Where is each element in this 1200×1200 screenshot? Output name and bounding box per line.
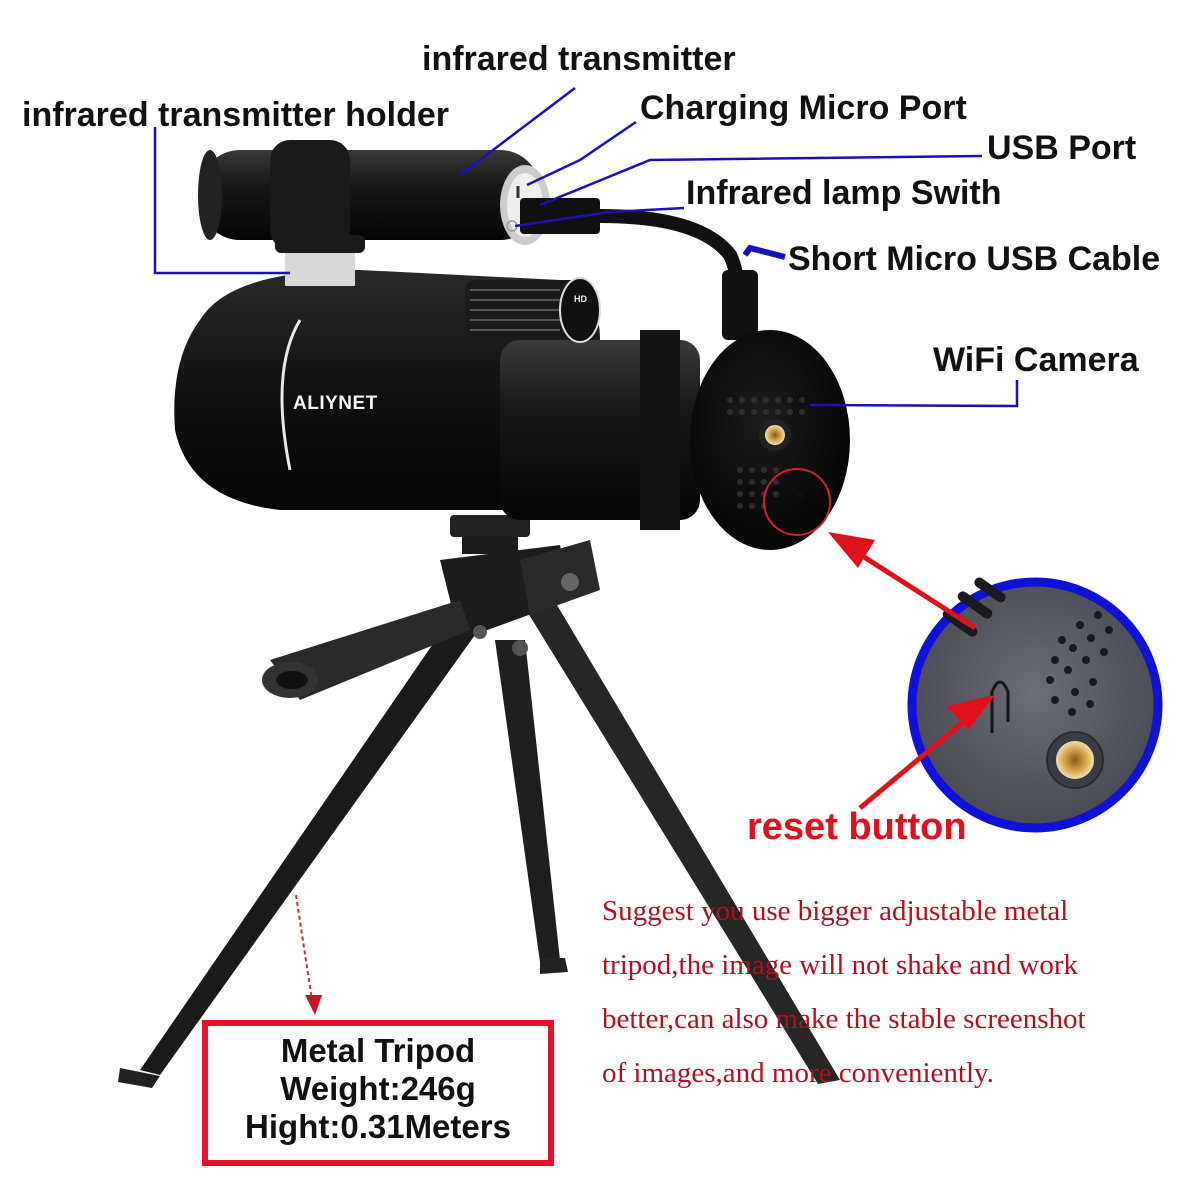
tripod-spec-box: Metal Tripod Weight:246g Hight:0.31Meter…: [202, 1020, 554, 1166]
label-infrared-transmitter-holder: infrared transmitter holder: [22, 96, 449, 134]
spec-title: Metal Tripod: [280, 1032, 476, 1069]
suggestion-note: Suggest you use bigger adjustable metal …: [602, 884, 1182, 1100]
spec-weight: Weight:246g: [280, 1070, 476, 1107]
note-line: tripod,the image will not shake and work: [602, 949, 1078, 981]
label-charging-micro-port: Charging Micro Port: [640, 89, 967, 127]
spotting-scope: HD: [174, 270, 700, 530]
label-usb-port: USB Port: [987, 129, 1137, 167]
tripod: [118, 515, 840, 1088]
reset-arrows: [295, 532, 995, 1015]
note-line: of images,and more conveniently.: [602, 1057, 994, 1089]
label-reset-button: reset button: [747, 806, 967, 848]
wifi-camera-illustration: [690, 330, 850, 550]
label-short-micro-usb-cable: Short Micro USB Cable: [788, 240, 1161, 278]
infrared-transmitter-illustration: [198, 140, 758, 340]
leader-lines: [153, 87, 1019, 408]
label-wifi-camera: WiFi Camera: [933, 341, 1139, 379]
label-infrared-lamp-switch: Infrared lamp Swith: [686, 174, 1002, 212]
note-line: better,can also make the stable screensh…: [602, 1003, 1086, 1035]
reset-highlight-circle: [763, 468, 831, 536]
spec-height: Hight:0.31Meters: [245, 1108, 511, 1145]
brand-logo: ALIYNET: [293, 393, 378, 414]
label-infrared-transmitter: infrared transmitter: [422, 40, 736, 78]
knob-text: HD: [574, 294, 587, 304]
note-line: Suggest you use bigger adjustable metal: [602, 895, 1069, 927]
hd-knob: [559, 277, 601, 343]
reset-button-zoom-inset: [907, 577, 1163, 833]
